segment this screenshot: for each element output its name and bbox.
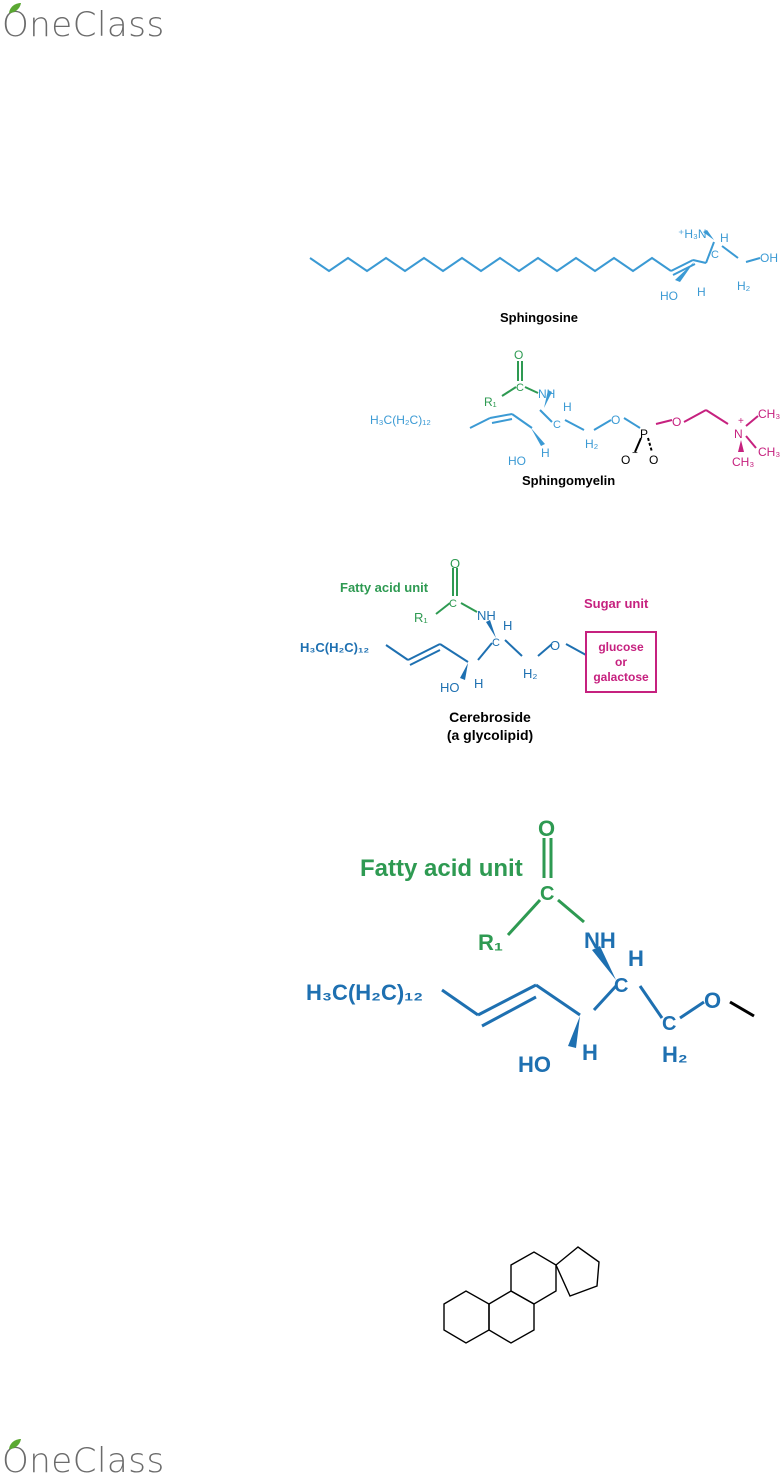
sphingomyelin-n: N — [734, 427, 743, 441]
sphingosine-ho: HO — [660, 289, 678, 303]
sphingomyelin-h2: H₂ — [585, 437, 599, 451]
cerebroside-tail: H₃C(H₂C)₁₂ — [300, 640, 369, 655]
sphingomyelin-tail: H₃C(H₂C)₁₂ — [370, 413, 431, 427]
zoom-h-top: H — [628, 946, 644, 971]
cerebroside-h-bottom: H — [474, 676, 483, 691]
cerebroside-h2: H₂ — [523, 666, 537, 681]
cerebroside-sublabel: (a glycolipid) — [447, 727, 533, 743]
sphingomyelin-plus: + — [738, 416, 744, 427]
leaf-icon — [8, 1438, 22, 1450]
cerebroside-o-ether: O — [550, 638, 560, 653]
sphingosine-structure: ⁺H₃N H C OH H₂ HO H Sphingosine — [0, 0, 784, 340]
sphingomyelin-h-top: H — [563, 400, 572, 414]
sphingomyelin-r1: R₁ — [484, 395, 497, 409]
cerebroside-r1: R₁ — [414, 610, 428, 625]
cerebroside-h-top: H — [503, 618, 512, 633]
zoom-c-ch2: C — [662, 1013, 676, 1035]
cerebroside-c-carbonyl: C — [449, 598, 457, 610]
sphingomyelin-c-carbonyl: C — [516, 382, 524, 394]
zoom-o-ether: O — [704, 988, 721, 1013]
sphingomyelin-ch3-a: CH₃ — [758, 407, 780, 421]
zoom-nh: NH — [584, 928, 616, 953]
zoom-c-carbonyl: C — [540, 883, 554, 905]
sphingomyelin-nh: NH — [538, 387, 555, 401]
sphingosine-h: H — [720, 231, 729, 245]
cerebroside-zoom-structure: Fatty acid unit O C R₁ NH H₃C(H₂C)₁₂ H C… — [0, 810, 784, 1100]
zoom-h-bottom: H — [582, 1040, 598, 1065]
sphingomyelin-o-choline: O — [672, 415, 681, 429]
zoom-ho: HO — [518, 1052, 551, 1077]
cerebroside-ho: HO — [440, 680, 460, 695]
sphingomyelin-o-minus: O — [621, 453, 630, 467]
steroid-ring-skeleton — [0, 1220, 784, 1400]
zoom-tail: H₃C(H₂C)₁₂ — [306, 980, 423, 1005]
sphingosine-c: C — [711, 249, 719, 261]
sphingomyelin-h-bottom: H — [541, 446, 550, 460]
sphingosine-h2: H₂ — [737, 279, 751, 293]
sphingosine-h-lower: H — [697, 285, 706, 299]
sphingomyelin-p: P — [640, 427, 648, 441]
ring-b — [489, 1291, 534, 1343]
sugar-box-line3: galactose — [593, 670, 649, 684]
zoom-h2: H₂ — [662, 1042, 688, 1067]
sphingomyelin-o-carbonyl: O — [514, 348, 523, 362]
brand-name: OneClass — [2, 1441, 165, 1481]
sphingomyelin-o-ester: O — [611, 413, 620, 427]
cerebroside-structure: glucose or galactose Sugar unit Fatty ac… — [0, 550, 784, 750]
ring-c — [511, 1252, 556, 1304]
zoom-o-carbonyl: O — [538, 816, 555, 841]
cerebroside-c-chiral: C — [492, 637, 500, 649]
sphingosine-amine: ⁺H₃N — [678, 227, 707, 241]
sphingosine-oh: OH — [760, 251, 778, 265]
sugar-box-line2: or — [615, 655, 627, 669]
sugar-unit-label: Sugar unit — [584, 596, 649, 611]
sphingomyelin-ch3-b: CH₃ — [758, 445, 780, 459]
sphingomyelin-label: Sphingomyelin — [522, 473, 615, 488]
cerebroside-nh: NH — [477, 608, 496, 623]
fatty-acid-label: Fatty acid unit — [340, 580, 429, 595]
zoom-fatty-acid-label: Fatty acid unit — [360, 855, 523, 882]
ring-d — [556, 1247, 599, 1296]
sphingomyelin-c-chiral: C — [553, 419, 561, 431]
zoom-r1: R₁ — [478, 930, 503, 955]
ring-a — [444, 1291, 489, 1343]
sphingosine-chain — [310, 242, 760, 275]
sphingosine-label: Sphingosine — [500, 310, 578, 325]
sphingomyelin-minus: − — [632, 448, 638, 459]
sphingomyelin-ho: HO — [508, 454, 526, 468]
oneclass-logo-bottom: OneClass — [2, 1444, 165, 1478]
sphingomyelin-ch3-c: CH₃ — [732, 455, 754, 469]
cerebroside-label: Cerebroside — [449, 709, 531, 725]
sugar-box-line1: glucose — [598, 640, 644, 654]
zoom-c-chiral: C — [614, 975, 628, 997]
sphingomyelin-structure: O C R₁ NH H₃C(H₂C)₁₂ H C HO H H₂ O P O −… — [0, 340, 784, 490]
cerebroside-o-carbonyl: O — [450, 556, 460, 571]
sphingomyelin-o-double: O — [649, 453, 658, 467]
